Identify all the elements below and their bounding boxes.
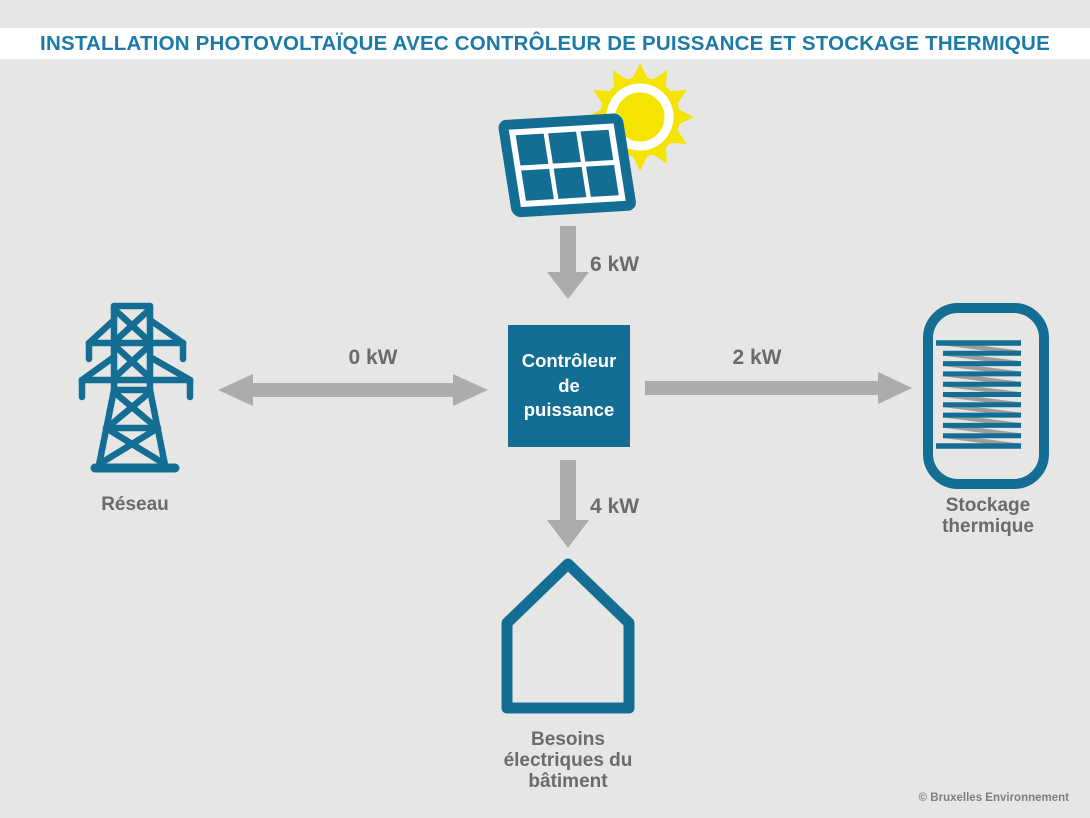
flow-arrow-controller-to-storage xyxy=(645,372,912,404)
flow-value-grid: 0 kW xyxy=(348,346,398,369)
copyright-text: © Bruxelles Environnement xyxy=(918,792,1069,804)
title-band: INSTALLATION PHOTOVOLTAÏQUE AVEC CONTRÔL… xyxy=(0,28,1090,59)
page-title: INSTALLATION PHOTOVOLTAÏQUE AVEC CONTRÔL… xyxy=(40,31,1050,55)
power-controller-box: Contrôleur de puissance xyxy=(508,325,630,447)
flow-value-storage: 2 kW xyxy=(732,346,782,369)
pylon-icon xyxy=(78,302,194,473)
flow-value-pv: 6 kW xyxy=(590,253,640,276)
storage-tank-icon xyxy=(923,303,1049,489)
solar-panel-sun-icon xyxy=(498,63,694,218)
building-label: Besoins électriques du bâtiment xyxy=(503,729,633,792)
grid-label: Réseau xyxy=(101,494,169,515)
storage-label: Stockage thermique xyxy=(942,495,1034,537)
house-icon xyxy=(501,558,635,714)
solar-panel-icon xyxy=(498,113,637,218)
flow-arrow-grid-controller xyxy=(218,374,488,406)
flow-value-building: 4 kW xyxy=(590,495,640,518)
flow-arrow-controller-to-building xyxy=(547,460,589,548)
flow-arrow-pv-to-controller xyxy=(547,226,589,299)
